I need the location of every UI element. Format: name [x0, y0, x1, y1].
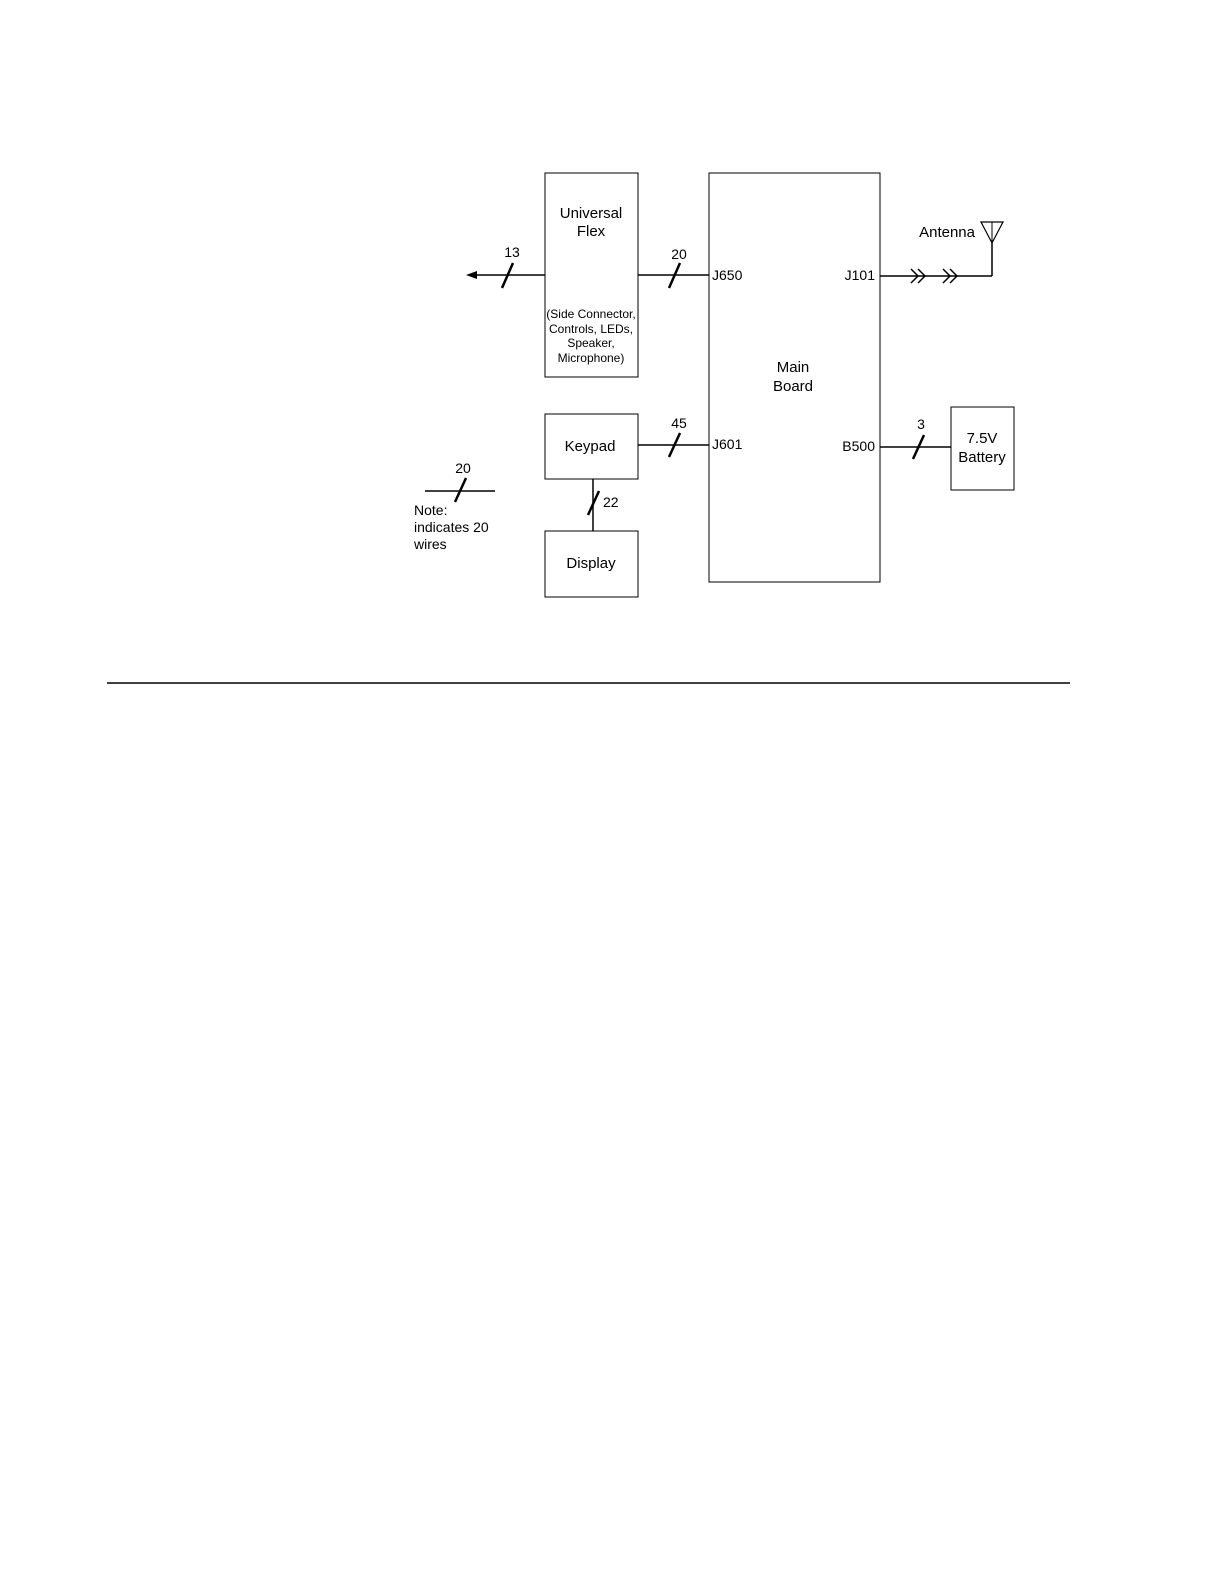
universal-flex-title-2: Flex: [577, 223, 606, 240]
display-title: Display: [566, 555, 616, 572]
wire-count-flex-out: 13: [504, 244, 520, 260]
wire-count-flex-main: 20: [671, 246, 687, 262]
left-arrow-icon: [466, 271, 477, 279]
note-line-3: wires: [413, 536, 447, 552]
note-line-1: Note:: [414, 502, 447, 518]
flex-output-bus: 13: [466, 244, 545, 288]
universal-flex-block: Universal Flex (Side Connector, Controls…: [545, 173, 638, 377]
keypad-block: Keypad: [545, 414, 638, 479]
main-board-block: Main Board J650 J101 J601 B500: [709, 173, 880, 582]
note-wire-count: 20: [455, 460, 471, 476]
wire-count-battery-main: 3: [917, 416, 925, 432]
wire-count-keypad-main: 45: [671, 415, 687, 431]
display-block: Display: [545, 531, 638, 597]
connector-j650: J650: [712, 267, 743, 283]
connector-j101: J101: [845, 267, 876, 283]
connector-b500: B500: [842, 438, 875, 454]
keypad-display-bus: 22: [588, 479, 619, 531]
universal-flex-sub-2: Controls, LEDs,: [549, 322, 633, 336]
battery-main-bus: 3: [880, 416, 951, 459]
universal-flex-sub-3: Speaker,: [567, 336, 614, 350]
keypad-title: Keypad: [565, 438, 616, 455]
main-board-title-1: Main: [777, 359, 810, 376]
battery-title-1: 7.5V: [967, 430, 998, 447]
universal-flex-sub-4: Microphone): [558, 351, 625, 365]
battery-block: 7.5V Battery: [951, 407, 1014, 490]
antenna-rf-path: Antenna: [880, 222, 1003, 283]
legend-note: 20 Note: indicates 20 wires: [413, 460, 495, 552]
connector-j601: J601: [712, 436, 743, 452]
universal-flex-sub-1: (Side Connector,: [546, 307, 635, 321]
flex-main-bus: 20: [638, 246, 709, 288]
note-line-2: indicates 20: [414, 519, 489, 535]
universal-flex-title-1: Universal: [560, 205, 623, 222]
main-board-title-2: Board: [773, 378, 813, 395]
keypad-main-bus: 45: [638, 415, 709, 457]
antenna-label: Antenna: [919, 224, 976, 241]
wire-count-keypad-display: 22: [603, 494, 619, 510]
battery-title-2: Battery: [958, 449, 1006, 466]
